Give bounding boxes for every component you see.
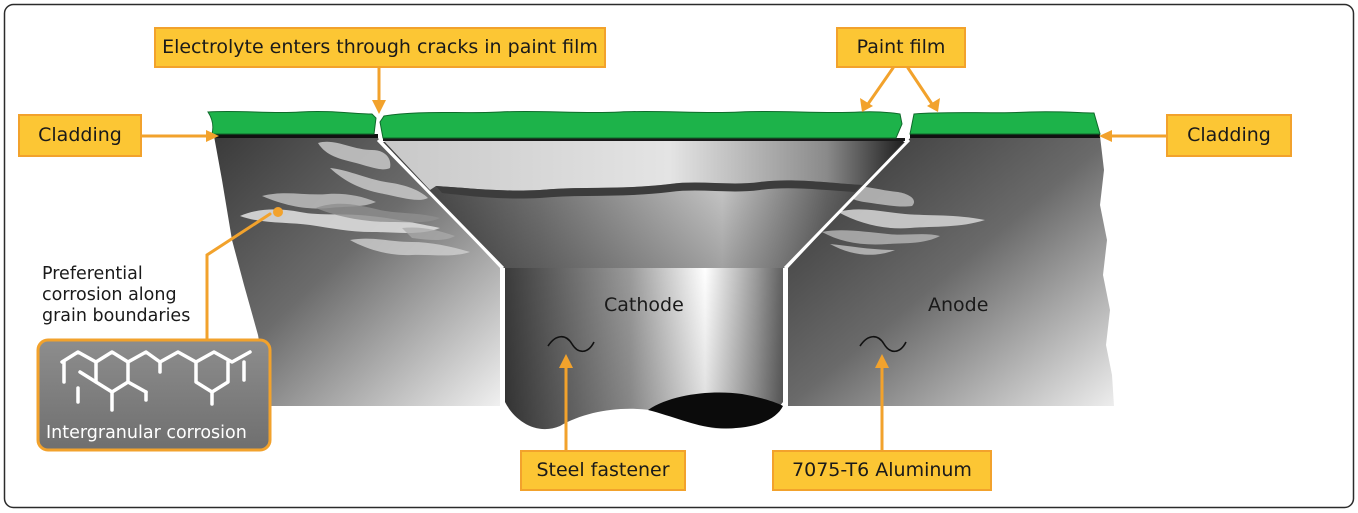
paint-film-center bbox=[379, 110, 903, 139]
paint-film-label: Paint film bbox=[856, 36, 946, 58]
aluminum-label: 7075-T6 Aluminum bbox=[792, 459, 972, 481]
right-corrosion-streaks bbox=[822, 185, 985, 255]
head-corrosion-edge bbox=[436, 180, 862, 199]
grain-hexagon bbox=[78, 370, 98, 384]
head-left-edge bbox=[376, 138, 505, 270]
cladding-layer-right bbox=[910, 134, 1100, 138]
leader-preferential bbox=[205, 212, 272, 342]
corrosion-streak bbox=[330, 168, 428, 200]
arrowhead-paint-right bbox=[927, 98, 940, 112]
leader-lines bbox=[140, 66, 1168, 452]
steel-fastener-callout: Steel fastener bbox=[520, 450, 686, 491]
corrosion-streak bbox=[318, 141, 391, 170]
arrowhead-steel-fastener bbox=[559, 354, 573, 368]
corrosion-streak bbox=[240, 209, 440, 233]
aluminum-material-symbol bbox=[859, 335, 907, 353]
left-corrosion-streaks bbox=[240, 141, 470, 256]
anode-label: Anode bbox=[928, 294, 989, 316]
electrolyte-callout: Electrolyte enters through cracks in pai… bbox=[154, 27, 606, 68]
leader-arrowheads bbox=[206, 98, 1112, 368]
grain-line bbox=[60, 350, 252, 364]
leader-paint-film-left bbox=[866, 66, 895, 106]
cladding-right-callout: Cladding bbox=[1166, 114, 1292, 157]
cathode-label: Cathode bbox=[604, 294, 684, 316]
arrowhead-cladding-left bbox=[206, 130, 219, 142]
fastener-shank-shade bbox=[505, 268, 783, 430]
paint-film-right bbox=[909, 111, 1101, 135]
corrosion-streak bbox=[402, 227, 455, 240]
cladding-left-label: Cladding bbox=[38, 124, 122, 146]
leader-paint-film-right bbox=[906, 66, 934, 106]
grain-line bbox=[126, 380, 148, 394]
corrosion-streak bbox=[822, 230, 940, 245]
fastener-top-line bbox=[383, 138, 905, 141]
arrowhead-paint-left bbox=[860, 98, 873, 112]
intergranular-caption: Intergranular corrosion bbox=[46, 423, 247, 443]
leader-dot-preferential bbox=[273, 207, 283, 217]
fastener-head-top bbox=[383, 140, 905, 191]
head-right-edge bbox=[783, 138, 911, 270]
arrowhead-electrolyte bbox=[372, 100, 386, 114]
steel-material-symbol bbox=[547, 335, 595, 353]
corrosion-streak bbox=[350, 238, 470, 256]
cladding-left-callout: Cladding bbox=[18, 114, 142, 157]
paint-film-callout: Paint film bbox=[836, 27, 966, 68]
right-aluminum-block bbox=[788, 136, 1114, 406]
arrowhead-aluminum bbox=[875, 354, 889, 368]
cladding-right-label: Cladding bbox=[1187, 124, 1271, 146]
preferential-line-2: corrosion along bbox=[42, 285, 177, 305]
aluminum-callout: 7075-T6 Aluminum bbox=[772, 450, 992, 491]
cladding-layer-left bbox=[212, 134, 378, 138]
corrosion-streak bbox=[316, 203, 440, 223]
preferential-corrosion-label: Preferential corrosion along grain bound… bbox=[42, 264, 190, 327]
corrosion-streak bbox=[838, 209, 985, 229]
arrowhead-cladding-right bbox=[1099, 130, 1112, 142]
paint-film-left bbox=[207, 110, 377, 135]
corrosion-streak bbox=[830, 244, 895, 255]
grain-structure bbox=[60, 350, 252, 412]
steel-fastener-label: Steel fastener bbox=[536, 459, 670, 481]
electrolyte-label: Electrolyte enters through cracks in pai… bbox=[162, 36, 598, 58]
fastener-cut-end bbox=[648, 392, 783, 429]
preferential-line-1: Preferential bbox=[42, 264, 143, 284]
preferential-line-3: grain boundaries bbox=[42, 306, 191, 326]
